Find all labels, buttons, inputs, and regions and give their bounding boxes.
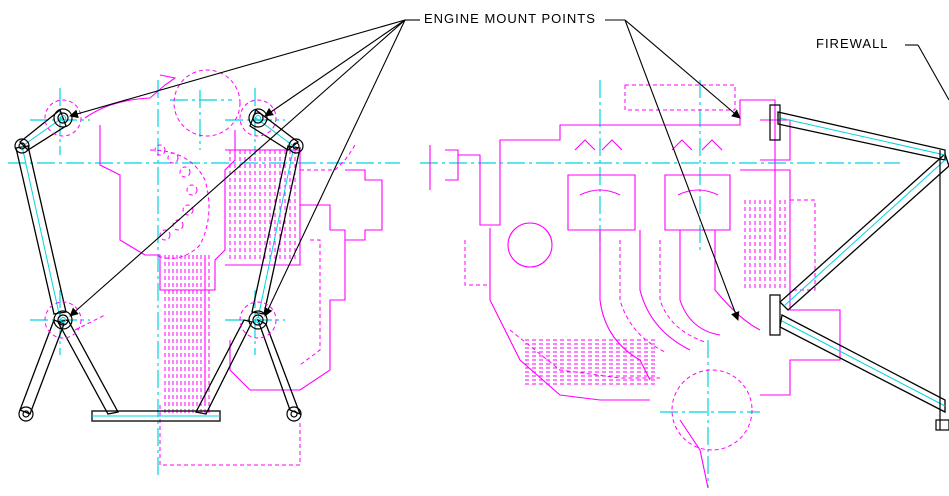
spark-plugs [574, 139, 723, 151]
oil-pan [159, 405, 301, 466]
exhaust-port-2 [664, 174, 731, 231]
water-pump [464, 240, 490, 286]
alternator [507, 222, 553, 268]
side-view [420, 80, 949, 489]
cylinder-head [225, 149, 301, 266]
oil-pan-outline [489, 228, 650, 401]
leader-lines [69, 19, 949, 321]
engine-block-outline [429, 99, 776, 260]
exhaust-headers [599, 230, 761, 381]
firewall-bracket [760, 119, 791, 161]
mount-bushing-bottom-right [239, 301, 277, 339]
valve-cover [300, 144, 356, 171]
exhaust-headers-hidden [619, 240, 706, 353]
port-flanges [579, 189, 719, 196]
engine-mount-points-label: ENGINE MOUNT POINTS [424, 11, 596, 26]
exhaust-port-1 [567, 174, 636, 231]
mount-bushing-top-right [239, 99, 277, 137]
mount-bracket [74, 314, 106, 331]
alternator-pulley [173, 69, 241, 137]
mount-bushing-bottom-left [44, 301, 82, 339]
firewall-label: FIREWALL [816, 36, 889, 51]
bellhousing-fins [744, 200, 786, 290]
sump-hidden-line [509, 329, 660, 379]
bolt-pattern [154, 144, 198, 241]
flywheel-edge [679, 419, 709, 489]
crank-pulley [445, 149, 459, 181]
radiator-core [164, 255, 210, 415]
mount-frame-right [769, 104, 949, 431]
front-view [8, 69, 400, 478]
starter [790, 199, 816, 291]
intake-manifold [624, 84, 736, 111]
exhaust-pipe [299, 239, 321, 366]
frame-pivot-nodes [14, 138, 304, 422]
oil-cooler-fins [525, 339, 655, 385]
exhaust-outline [229, 204, 346, 391]
flywheel [671, 369, 753, 451]
engine-flywheel [149, 149, 210, 259]
engine-outline [84, 74, 177, 119]
transmission-bellhousing [740, 169, 841, 396]
engine-block-outline [99, 125, 236, 291]
accessory-drive [345, 169, 383, 241]
